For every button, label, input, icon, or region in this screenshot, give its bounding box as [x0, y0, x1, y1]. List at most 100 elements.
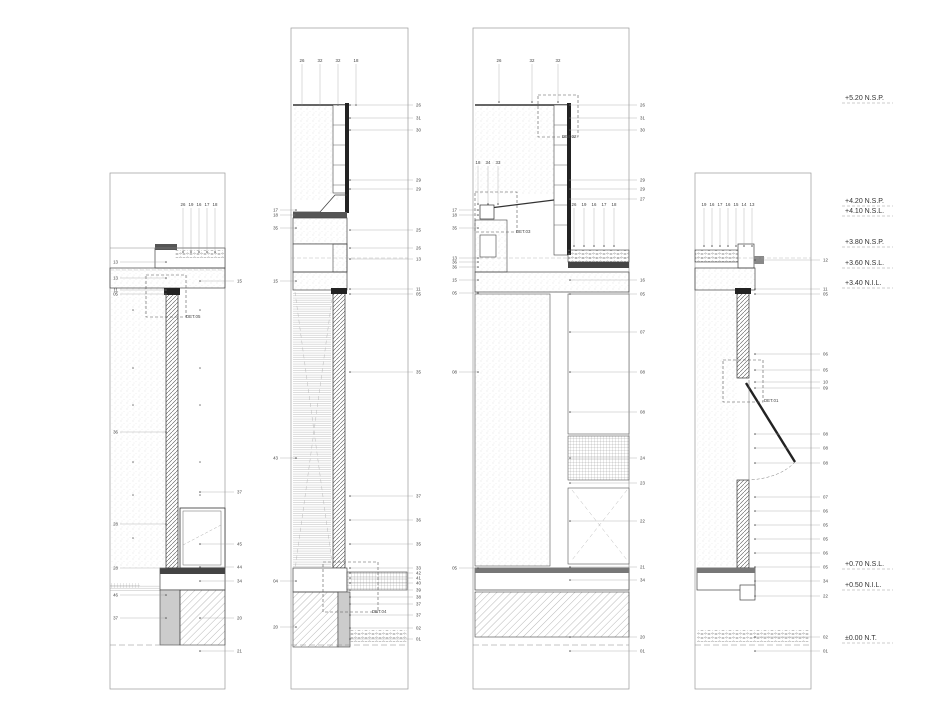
leader-dot: [319, 104, 321, 106]
leader-dot: [349, 104, 351, 106]
leader-dot: [165, 594, 167, 596]
level-lvl-520: +5.20 N.S.P.: [845, 95, 884, 102]
level-lvl-380: +3.80 N.S.P.: [845, 239, 884, 246]
leader-dot: [295, 214, 297, 216]
leader-dot: [199, 491, 201, 493]
right-label: 35: [416, 542, 421, 547]
top-label: 17: [205, 202, 210, 207]
leader-dot: [557, 101, 559, 103]
level-lvl-340: +3.40 N.I.L.: [845, 280, 881, 287]
leader-dot: [477, 292, 479, 294]
leader-dot: [711, 245, 713, 247]
right-label: 11: [416, 287, 421, 292]
right-label: 10: [823, 380, 828, 385]
right-label: 09: [823, 386, 828, 391]
top-label: 17: [602, 202, 607, 207]
right-label: 11: [823, 287, 828, 292]
top-label: 26: [300, 58, 305, 63]
leader-dot: [349, 495, 351, 497]
detail-03-label: DET.03: [516, 229, 531, 234]
leader-dot: [754, 524, 756, 526]
left-label: 13: [113, 260, 118, 265]
leader-dot: [477, 257, 479, 259]
top-label: 16: [726, 202, 731, 207]
leader-dot: [735, 245, 737, 247]
right-label: 37: [416, 613, 421, 618]
leader-dot: [583, 245, 585, 247]
left-label: 11: [113, 288, 118, 293]
leader-dot: [190, 251, 192, 253]
right-label: 21: [640, 565, 645, 570]
level-lvl-410: +4.10 N.S.L.: [845, 208, 884, 215]
right-label: 29: [640, 187, 645, 192]
leader-dot: [477, 567, 479, 569]
right-label: 01: [416, 637, 421, 642]
leader-dot: [477, 209, 479, 211]
right-label: 44: [237, 565, 242, 570]
leader-dot: [754, 496, 756, 498]
right-label: 08: [640, 410, 645, 415]
right-label: 37: [416, 494, 421, 499]
leader-dot: [497, 203, 499, 205]
left-label: 18: [452, 213, 457, 218]
top-label: 16: [592, 202, 597, 207]
leader-dot: [531, 101, 533, 103]
left-label: 08: [452, 370, 457, 375]
leader-dot: [477, 214, 479, 216]
top-label: 16: [197, 202, 202, 207]
top-label: 18: [354, 58, 359, 63]
detail-04-box: [322, 561, 379, 613]
top-label: 13: [750, 202, 755, 207]
right-label: 06: [823, 551, 828, 556]
leader-dot: [569, 371, 571, 373]
level-lvl-000: ±0.00 N.T.: [845, 635, 877, 642]
right-label: 22: [640, 519, 645, 524]
leader-dot: [349, 258, 351, 260]
top-label: 18: [213, 202, 218, 207]
right-label: 30: [416, 128, 421, 133]
top-label: 33: [496, 160, 501, 165]
right-label: 26: [640, 103, 645, 108]
top-label: 32: [336, 58, 341, 63]
leader-dot: [295, 457, 297, 459]
leader-dot: [719, 245, 721, 247]
section-4: DET.01: [694, 172, 812, 690]
left-label: 35: [452, 226, 457, 231]
detail-05-label: DET.05: [186, 314, 201, 319]
leader-dot: [349, 582, 351, 584]
leader-dot: [165, 523, 167, 525]
right-label: 02: [823, 635, 828, 640]
right-label: 15: [237, 279, 242, 284]
leader-dot: [477, 266, 479, 268]
right-label: 37: [416, 602, 421, 607]
right-label: 05: [640, 292, 645, 297]
top-label: 26: [497, 58, 502, 63]
leader-dot: [165, 617, 167, 619]
right-label: 05: [823, 368, 828, 373]
left-label: 36: [452, 265, 457, 270]
right-label: 30: [640, 128, 645, 133]
section-3: DET.02 DET.03: [472, 27, 630, 690]
leader-dot: [569, 293, 571, 295]
leader-dot: [569, 179, 571, 181]
level-lvl-050: +0.50 N.I.L.: [845, 582, 881, 589]
leader-dot: [349, 614, 351, 616]
leader-dot: [569, 129, 571, 131]
leader-dot: [199, 543, 201, 545]
leader-dot: [199, 566, 201, 568]
left-label: 20: [273, 625, 278, 630]
right-label: 38: [416, 595, 421, 600]
right-label: 05: [823, 292, 828, 297]
level-lvl-420: +4.20 N.S.P.: [845, 198, 884, 205]
top-label: 34: [486, 160, 491, 165]
left-label: 05: [113, 292, 118, 297]
right-label: 24: [640, 456, 645, 461]
leader-dot: [754, 353, 756, 355]
